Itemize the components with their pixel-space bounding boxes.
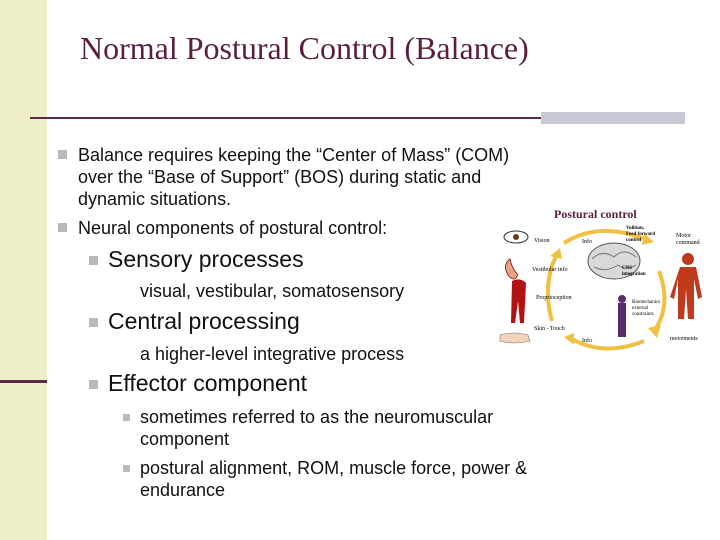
sub-effector-label: Effector component <box>108 370 308 396</box>
label-motor-2: command <box>676 240 700 246</box>
muscle-figure-head <box>682 253 694 265</box>
label-bio-1: Biomechanics <box>632 300 660 305</box>
label-info-bottom: Info <box>582 337 592 344</box>
sidebar-band <box>0 0 47 540</box>
label-vision: Vision <box>534 238 550 244</box>
arrowhead <box>642 233 654 245</box>
label-cns-1: CNS <box>622 266 632 271</box>
label-bio-3: constraints <box>632 312 654 317</box>
label-bio-2: external <box>632 306 649 311</box>
arrowhead <box>564 333 574 345</box>
brain-fold <box>593 264 637 271</box>
bullet-2-line-1: Neural components of postural control: <box>78 218 388 238</box>
sub-central-detail: a higher-level integrative process <box>140 344 405 364</box>
label-skin: Skin - Touch <box>534 326 565 332</box>
title-rule-accent <box>541 112 685 124</box>
label-info-top: Info <box>582 238 592 245</box>
sub-central-label: Central processing <box>108 308 300 334</box>
standing-figure-icon <box>618 303 626 337</box>
eye-pupil <box>513 234 519 240</box>
body-figure-icon <box>511 279 526 323</box>
muscle-figure-icon <box>670 267 702 319</box>
ear-icon <box>505 258 519 280</box>
bullet-1-line-2: over the “Base of Support” (BOS) during … <box>78 167 482 187</box>
effector-item-2-line-2: endurance <box>140 480 226 500</box>
label-proprio: Proprioception <box>536 295 572 301</box>
sub-bullet-marker <box>89 318 98 327</box>
hand-icon <box>499 332 531 344</box>
effector-item-1-line-1: sometimes referred to as the neuromuscul… <box>140 407 494 427</box>
label-movements: movements <box>670 336 698 342</box>
bullet-1-line-3: dynamic situations. <box>78 189 232 209</box>
figure-head <box>618 295 626 303</box>
diagram-svg: Postural control Vision Info Volition, <box>499 207 702 351</box>
label-volition-2: Feed forward <box>626 232 655 237</box>
diagram-title: Postural control <box>554 207 637 221</box>
sub-sensory-label: Sensory processes <box>108 246 304 272</box>
bullet-marker <box>58 150 67 159</box>
brain-fold <box>591 251 637 260</box>
sub-sensory-detail: visual, vestibular, somatosensory <box>140 281 405 301</box>
sub-bullet-marker <box>89 380 98 389</box>
postural-control-diagram: Postural control Vision Info Volition, <box>494 201 706 358</box>
sub-sub-bullet-marker <box>123 414 130 421</box>
label-volition-3: control <box>626 238 642 243</box>
bullet-1-line-1: Balance requires keeping the “Center of … <box>78 145 510 165</box>
feedback-arrow-left <box>545 255 558 322</box>
arrowhead <box>648 325 661 338</box>
arrowhead <box>550 248 562 259</box>
effector-item-2-line-1: postural alignment, ROM, muscle force, p… <box>140 458 528 478</box>
feedback-arrow-top <box>562 229 645 245</box>
title-rule <box>30 117 685 119</box>
sub-bullet-marker <box>89 256 98 265</box>
label-vestibular: Vestibular info <box>532 266 568 273</box>
sidebar-rule <box>0 380 47 383</box>
sub-sub-bullet-marker <box>123 465 130 472</box>
label-volition-1: Volition, <box>626 226 645 231</box>
label-cns-2: integration <box>622 272 646 277</box>
effector-item-1-line-2: component <box>140 429 230 449</box>
feedback-arrow-bottom <box>571 337 645 351</box>
bullet-marker <box>58 223 67 232</box>
slide-title: Normal Postural Control (Balance) <box>80 30 529 66</box>
label-motor-1: Motor <box>676 233 691 239</box>
